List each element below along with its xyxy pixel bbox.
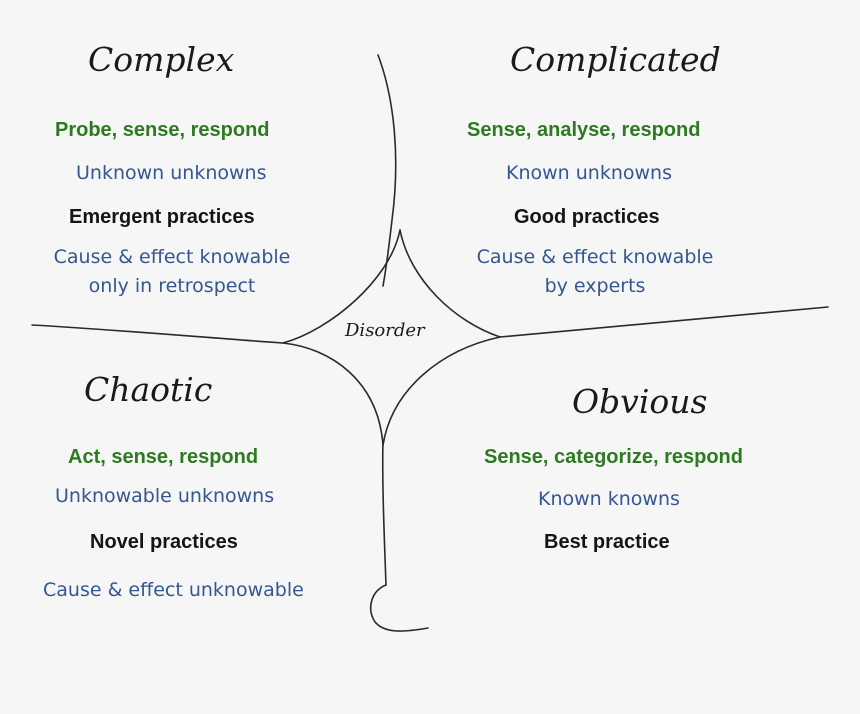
chaotic-causality: Cause & effect unknowable <box>43 579 304 601</box>
boundary-right <box>499 306 829 338</box>
boundary-bottom <box>370 439 429 632</box>
complex-approach: Probe, sense, respond <box>55 119 270 141</box>
disorder-top-left <box>282 229 401 344</box>
complicated-causality: Cause & effect knowable by experts <box>472 243 718 301</box>
complex-causality: Cause & effect knowable only in retrospe… <box>49 243 295 301</box>
disorder-label: Disorder <box>345 320 425 341</box>
disorder-bottom-right <box>382 336 501 446</box>
chaotic-practice: Novel practices <box>90 531 238 553</box>
complicated-title: Complicated <box>510 40 721 79</box>
complicated-causality-line2: by experts <box>544 275 646 297</box>
disorder-bottom-left <box>282 342 384 446</box>
boundary-top <box>377 54 397 287</box>
obvious-practice: Best practice <box>544 531 670 553</box>
complicated-knowledge: Known unknowns <box>506 162 672 184</box>
chaotic-approach: Act, sense, respond <box>68 446 259 468</box>
complex-causality-line1: Cause & effect knowable <box>53 246 291 268</box>
complex-practice: Emergent practices <box>69 206 255 228</box>
obvious-knowledge: Known knowns <box>538 488 680 510</box>
complicated-practice: Good practices <box>514 206 660 228</box>
complex-knowledge: Unknown unknowns <box>76 162 267 184</box>
disorder-top-right <box>399 229 501 338</box>
complicated-causality-line1: Cause & effect knowable <box>476 246 714 268</box>
complex-title: Complex <box>88 40 235 79</box>
obvious-title: Obvious <box>572 382 708 421</box>
boundary-left <box>31 324 284 344</box>
obvious-approach: Sense, categorize, respond <box>484 446 743 468</box>
complex-causality-line2: only in retrospect <box>88 275 256 297</box>
complicated-approach: Sense, analyse, respond <box>467 119 701 141</box>
chaotic-knowledge: Unknowable unknowns <box>55 485 275 507</box>
chaotic-title: Chaotic <box>84 370 213 409</box>
